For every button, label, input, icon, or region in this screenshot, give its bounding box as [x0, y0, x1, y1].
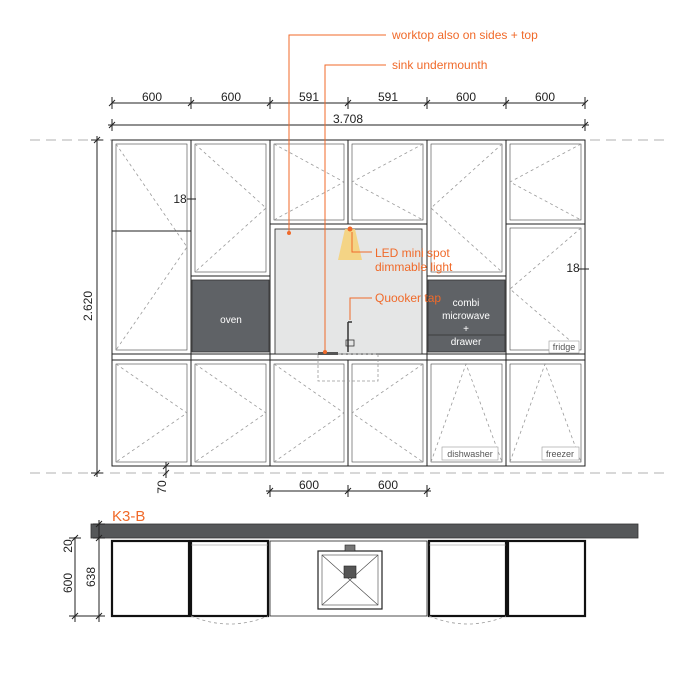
led-note-line1: LED mini spot [375, 246, 450, 260]
dishwasher-label-box [441, 446, 499, 461]
width-label-2: 600 [221, 90, 241, 104]
freezer-label-box [541, 446, 580, 461]
annotation-leaders [287, 34, 386, 354]
panel-right-label: 18 [566, 261, 580, 275]
fridge-label: fridge [553, 342, 576, 352]
width-label-5: 600 [456, 90, 476, 104]
combi-label-line3: + [463, 324, 469, 335]
plan-depth-label: 600 [61, 573, 75, 593]
plan-cabinet-label: 638 [84, 567, 98, 587]
top-dimension-chain [108, 97, 589, 109]
sink-edge [318, 352, 338, 355]
dishwasher-label: dishwasher [447, 449, 493, 459]
width-label-1: 600 [142, 90, 162, 104]
width-label-3: 591 [299, 90, 319, 104]
worktop-note: worktop also on sides + top [391, 28, 538, 42]
tap-icon [345, 321, 355, 352]
bottom-dimension-chain [266, 485, 431, 497]
panel-left-label: 18 [173, 192, 187, 206]
cabinet-frame [111, 139, 586, 467]
sink-undermount-outline [317, 353, 379, 382]
width-label-6: 600 [535, 90, 555, 104]
combi-label-line2: microwave [442, 311, 490, 322]
oven-label: oven [220, 315, 242, 326]
combi-microwave [427, 279, 506, 353]
plan-worktop [90, 523, 639, 539]
combi-label-line4: drawer [451, 337, 482, 348]
fridge-label-box [548, 340, 580, 354]
combi-label-line1: combi [453, 298, 480, 309]
total-width-label: 3.708 [333, 112, 363, 126]
plan-sink [317, 544, 383, 610]
height-label: 2.620 [81, 291, 95, 321]
bottom-width-label-2: 600 [378, 478, 398, 492]
width-label-4: 591 [378, 90, 398, 104]
plinth-label: 70 [155, 480, 169, 494]
door-swing-lines [115, 143, 582, 463]
total-width-dimension [108, 119, 589, 131]
tap-note: Quooker tap [375, 291, 441, 305]
plan-title: K3-B [112, 508, 145, 525]
oven [191, 279, 270, 353]
freezer-label: freezer [546, 449, 574, 459]
height-dimension [91, 136, 103, 477]
sink-note: sink undermounth [392, 58, 487, 72]
bottom-width-label-1: 600 [299, 478, 319, 492]
led-spot-icon [347, 226, 353, 232]
plan-gap-label: 20 [61, 539, 75, 553]
plan-dimensions [69, 520, 105, 622]
led-note-line2: dimmable light [375, 260, 453, 274]
plinth-dimension [162, 462, 170, 478]
